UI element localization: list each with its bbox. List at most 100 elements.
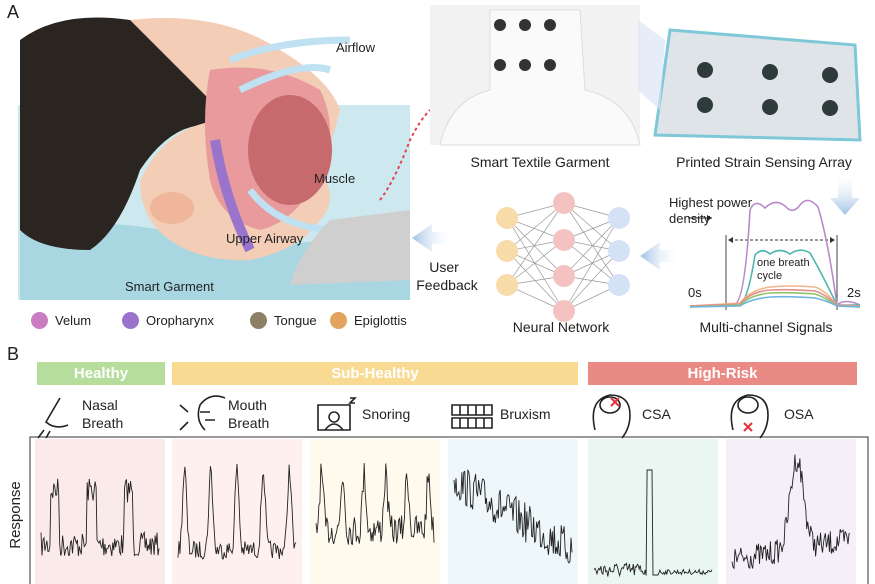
network-edge — [506, 202, 565, 252]
legend-oropharynx: Oropharynx — [122, 312, 214, 329]
condition-csa: CSA — [642, 405, 671, 423]
legend-epiglottis: Epiglottis — [330, 312, 407, 329]
arrow-down — [830, 172, 860, 215]
snoring-icon — [317, 397, 357, 431]
signals-frame — [29, 436, 869, 584]
condition-label: Snoring — [362, 406, 411, 422]
y-axis-label: Response — [7, 481, 24, 549]
feedback-line2: Feedback — [416, 277, 478, 293]
multi-channel-signals-plot — [688, 199, 861, 310]
network-node — [608, 240, 630, 262]
neural-network-diagram — [496, 192, 630, 322]
condition-label: Nasal — [82, 397, 118, 413]
airflow-label: Airflow — [336, 40, 376, 55]
network-node — [553, 265, 575, 287]
legend-tongue: Tongue — [250, 312, 317, 329]
condition-label: CSA — [642, 406, 671, 422]
airway-x-icon — [730, 394, 769, 439]
signal-panel-bg — [726, 439, 856, 584]
network-node — [553, 192, 575, 214]
signal-panel-bg — [172, 439, 302, 584]
array-caption: Printed Strain Sensing Array — [676, 154, 852, 170]
condition-osa: OSA — [784, 405, 814, 423]
network-node — [608, 207, 630, 229]
muscle-label: Muscle — [314, 171, 356, 186]
network-edge — [506, 239, 565, 286]
legend-swatch — [330, 312, 347, 329]
x-mark-icon — [610, 397, 620, 407]
breath-cycle-1: one breath — [757, 257, 810, 269]
response-trace — [731, 454, 851, 570]
network-node — [553, 300, 575, 322]
upper-airway-label: Upper Airway — [226, 231, 304, 246]
smart-garment-label: Smart Garment — [125, 279, 214, 294]
power-annotation-1: Highest power — [669, 195, 753, 210]
power-annotation-2: density — [669, 211, 711, 226]
network-node — [496, 240, 518, 262]
signal-panel-bg — [448, 439, 578, 584]
time-start: 0s — [688, 285, 702, 300]
network-edge — [506, 250, 565, 312]
network-edge — [506, 202, 565, 286]
legend-swatch — [122, 312, 139, 329]
network-edge — [506, 217, 565, 277]
legend-label: Oropharynx — [146, 313, 214, 328]
condition-icons — [37, 394, 769, 439]
response-trace — [453, 469, 573, 564]
legend-label: Epiglottis — [354, 313, 407, 328]
network-node — [608, 274, 630, 296]
condition-label: Breath — [82, 415, 124, 431]
signal-panel-bg — [35, 439, 165, 584]
condition-label: Breath — [228, 415, 270, 431]
x-mark-icon — [743, 422, 753, 432]
signal-panel-bg — [310, 439, 440, 584]
feedback-line1: User — [429, 259, 459, 275]
condition-bruxism: Bruxism — [500, 405, 551, 423]
condition-snoring: Snoring — [362, 405, 410, 423]
smart-garment-photo — [430, 5, 641, 146]
network-node — [496, 207, 518, 229]
network-node — [553, 229, 575, 251]
legend-swatch — [31, 312, 48, 329]
sensor-array-photo — [653, 28, 862, 142]
garment-caption: Smart Textile Garment — [470, 154, 610, 170]
signals-caption: Multi-channel Signals — [699, 319, 833, 335]
network-caption: Neural Network — [512, 319, 610, 335]
panel-b-letter: B — [7, 344, 20, 364]
category-high-risk: High-Risk — [588, 362, 857, 385]
sleeping-head-illustration — [18, 17, 431, 300]
network-edge — [563, 217, 620, 277]
response-trace — [315, 463, 435, 546]
network-edge — [563, 239, 620, 286]
network-edge — [563, 250, 620, 312]
breath-cycle-2: cycle — [757, 270, 783, 282]
network-edge — [563, 217, 620, 312]
network-node — [496, 274, 518, 296]
condition-label: Bruxism — [500, 406, 551, 422]
category-sub-healthy: Sub-Healthy — [172, 362, 578, 385]
legend-swatch — [250, 312, 267, 329]
response-trace — [40, 478, 160, 557]
category-healthy: Healthy — [37, 362, 165, 385]
panel-a-letter: A — [7, 2, 20, 22]
arrow-left — [640, 242, 680, 270]
network-edge — [563, 202, 620, 286]
teeth-icon — [451, 404, 493, 429]
condition-label: Mouth — [228, 397, 267, 413]
arrow-left-2 — [412, 224, 452, 252]
legend-label: Velum — [55, 313, 92, 328]
brain-x-icon — [592, 394, 631, 439]
head-mouth-icon — [179, 395, 226, 431]
response-trace — [177, 463, 297, 560]
response-trace — [593, 469, 713, 578]
network-edge — [563, 202, 620, 252]
nose-icon — [37, 397, 69, 439]
time-end: 2s — [847, 285, 861, 300]
legend-velum: Velum — [31, 312, 91, 329]
condition-label: OSA — [784, 406, 814, 422]
network-edge — [506, 217, 565, 312]
